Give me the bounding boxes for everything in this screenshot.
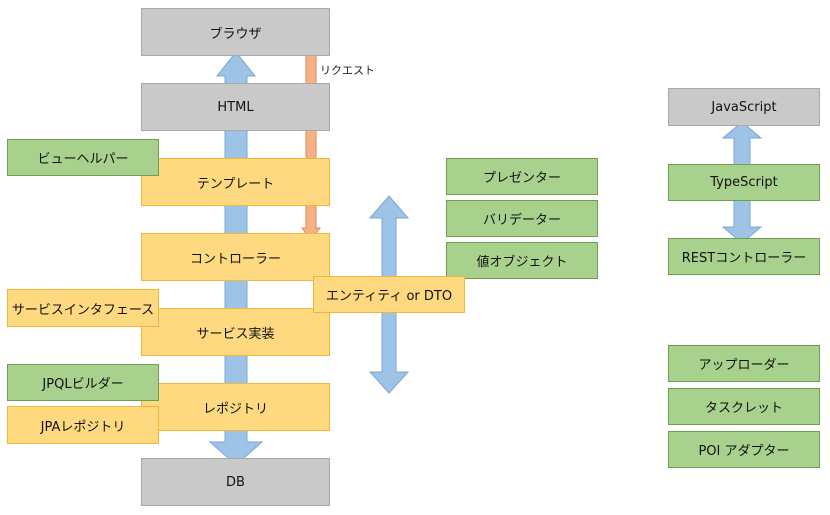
- controller-box: コントローラー: [141, 233, 330, 281]
- value-object-box: 値オブジェクト: [446, 242, 598, 279]
- service-interface-box: サービスインタフェース: [7, 289, 159, 327]
- tasklet-box: タスクレット: [668, 388, 820, 425]
- rest-controller-box: RESTコントローラー: [668, 238, 820, 275]
- request-arrow: [301, 49, 321, 241]
- presenter-box: プレゼンター: [446, 158, 598, 195]
- jpa-repository-box: JPAレポジトリ: [7, 406, 159, 444]
- poi-adapter-box: POI アダプター: [668, 431, 820, 468]
- typescript-box: TypeScript: [668, 164, 820, 201]
- template-box: テンプレート: [141, 158, 330, 206]
- html-box: HTML: [141, 83, 330, 131]
- service-impl-box: サービス実装: [141, 308, 330, 356]
- jpql-builder-box: JPQLビルダー: [7, 364, 159, 401]
- uploader-box: アップローダー: [668, 345, 820, 382]
- javascript-box: JavaScript: [668, 88, 820, 126]
- browser-box: ブラウザ: [141, 8, 330, 56]
- view-helper-box: ビューヘルパー: [7, 139, 159, 176]
- repository-box: レポジトリ: [141, 383, 330, 431]
- validator-box: バリデーター: [446, 200, 598, 237]
- request-label: リクエスト: [320, 64, 375, 77]
- db-box: DB: [141, 458, 330, 506]
- entity-dto-box: エンティティ or DTO: [313, 276, 465, 313]
